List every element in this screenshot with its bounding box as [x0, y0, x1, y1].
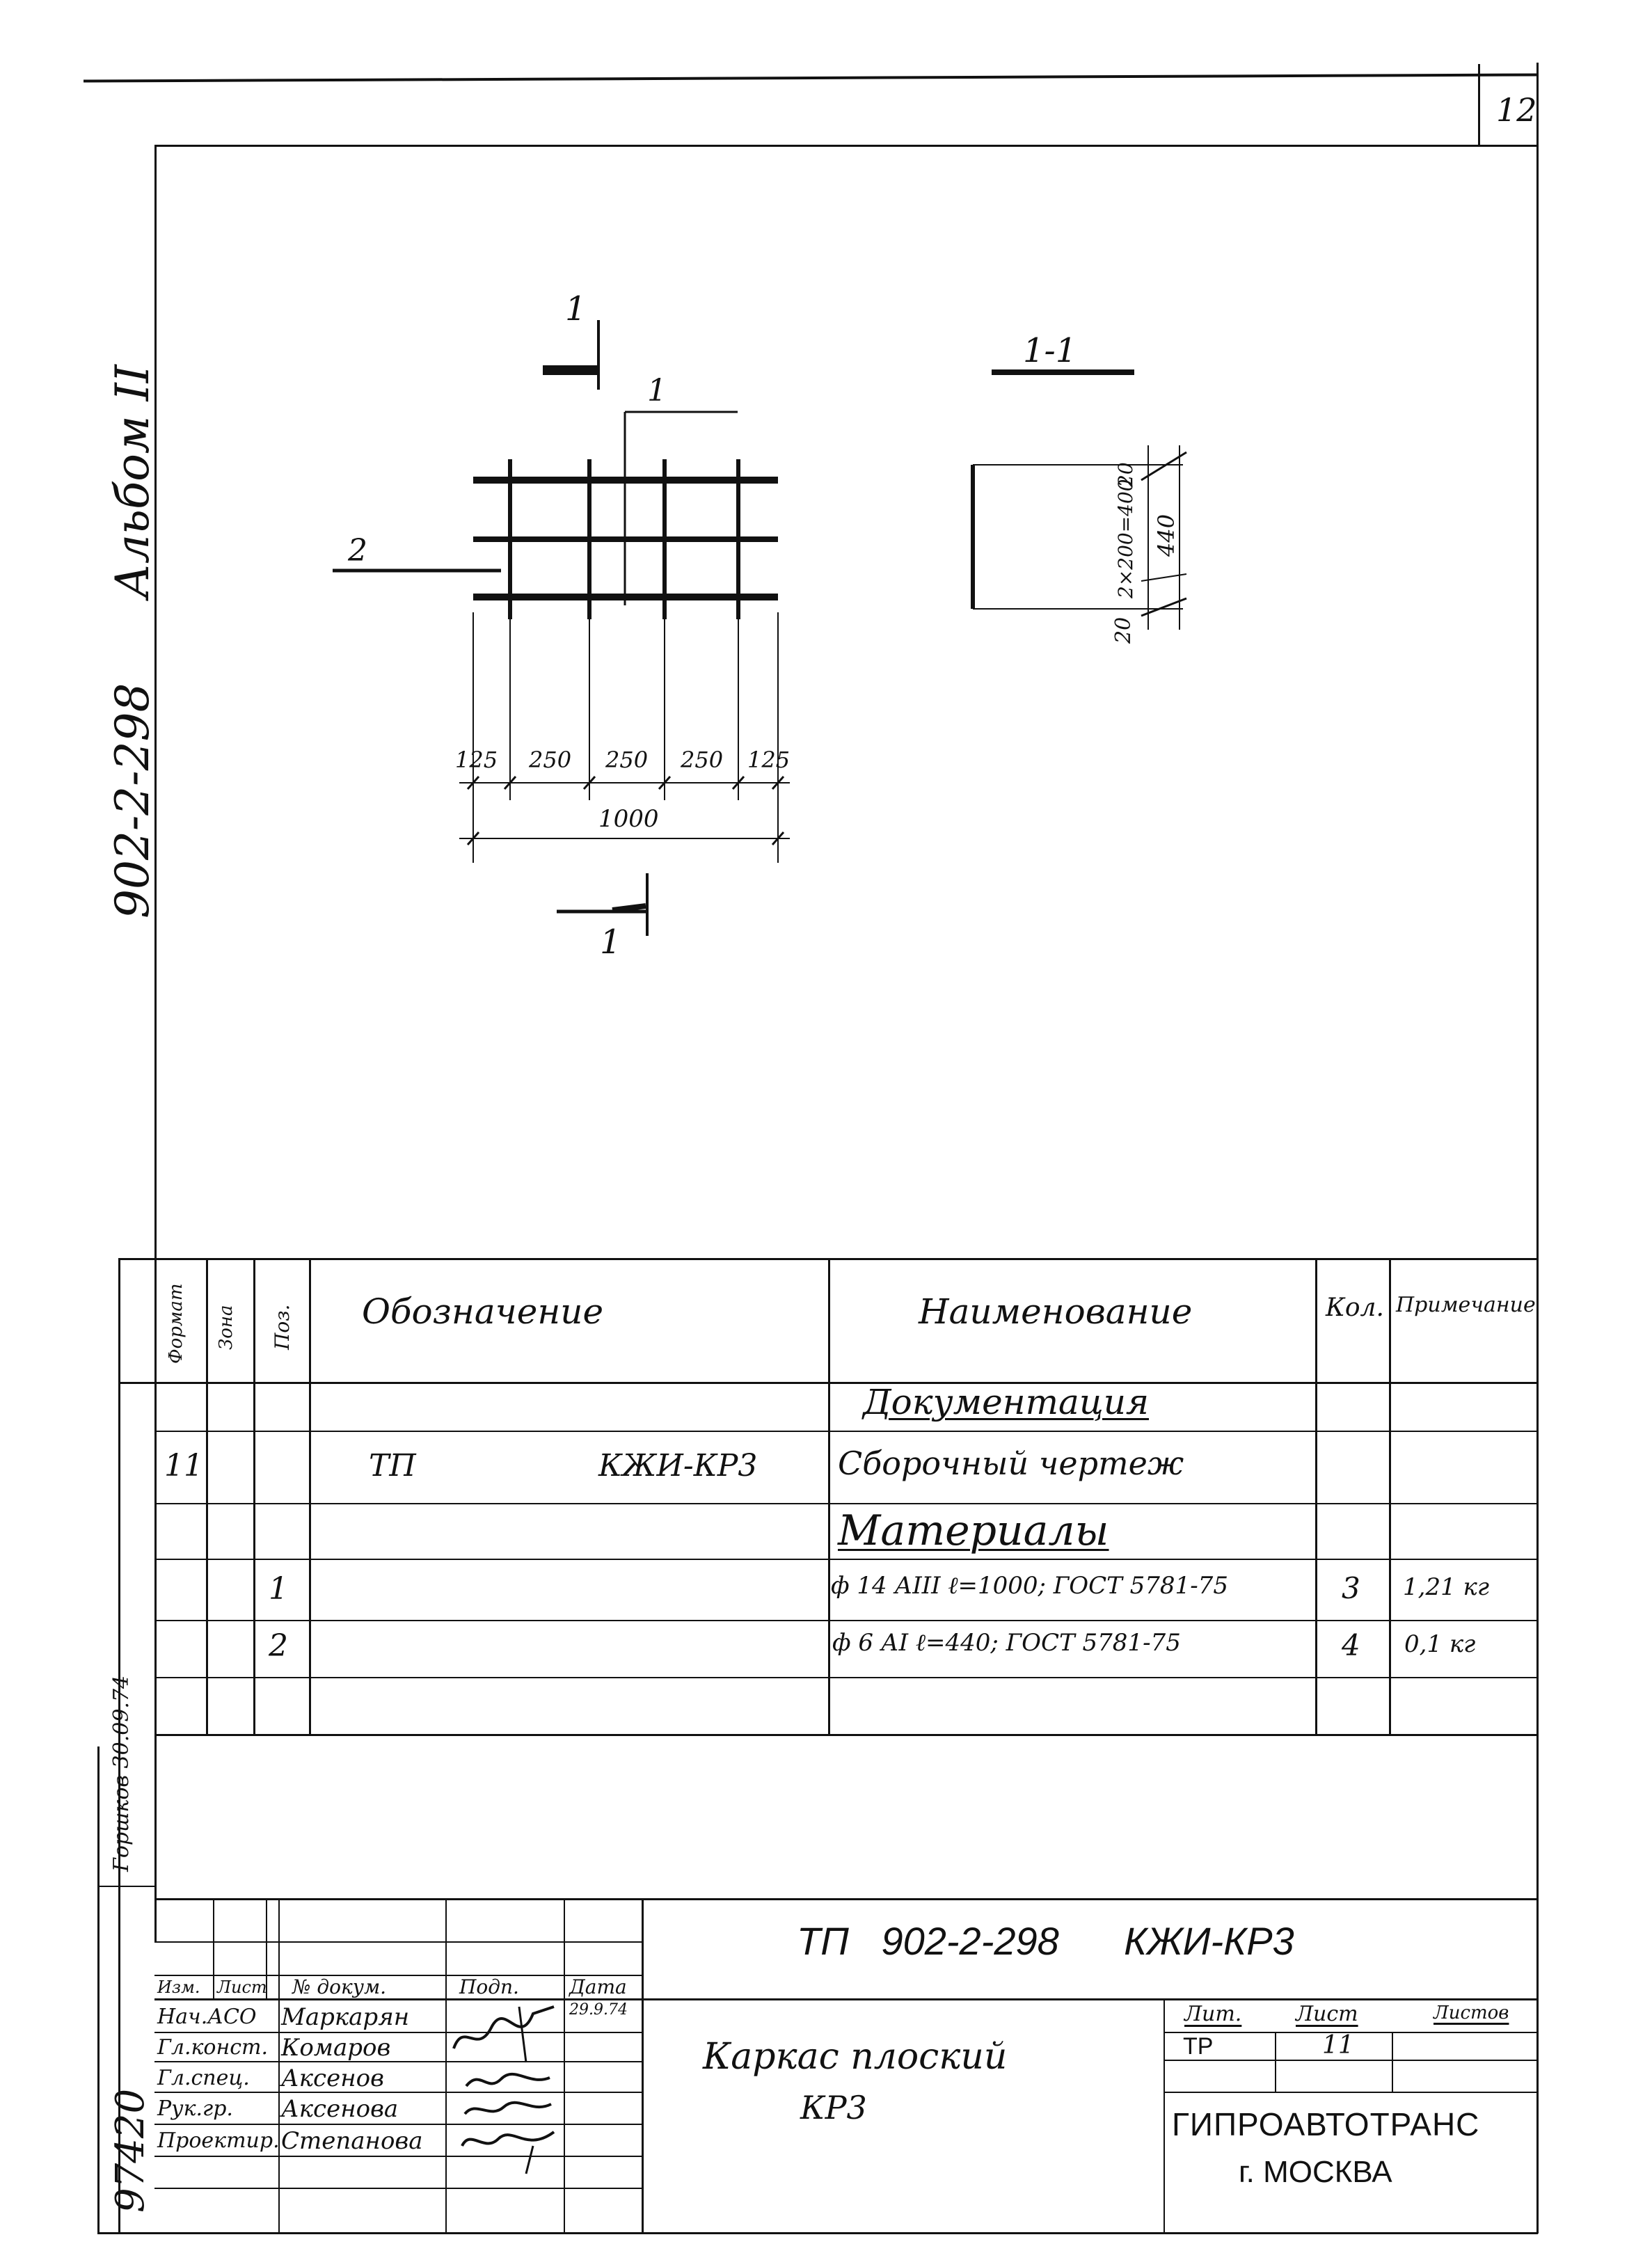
row-5-name: ф 6 АI ℓ=440; ГОСТ 5781-75	[832, 1629, 1181, 1657]
frame-bottom-line	[97, 2232, 1538, 2234]
document-code: ТП 902-2-298 КЖИ-КР3	[797, 1919, 1294, 1963]
leader-label-1: 1	[647, 373, 667, 408]
frame-left-line	[154, 146, 157, 1941]
row-2-designation-right: КЖИ-КР3	[598, 1448, 758, 1483]
row-2-format: 11	[164, 1448, 203, 1483]
dimension-total: 1000	[598, 805, 659, 833]
signature-3	[463, 2101, 552, 2115]
dimension-1: 125	[455, 747, 498, 773]
dimension-4: 250	[681, 747, 724, 773]
inventory-stamp: Горшков 30.09.74	[109, 1675, 134, 1872]
header-note: Примечание	[1396, 1293, 1536, 1317]
row-4-name: ф 14 АIII ℓ=1000; ГОСТ 5781-75	[831, 1572, 1228, 1600]
name-1: Маркарян	[281, 2003, 410, 2031]
row-5-quantity: 4	[1342, 1628, 1360, 1662]
frame-top-line	[154, 145, 1536, 147]
section-title: 1-1	[1023, 331, 1077, 370]
stage-label: Лит.	[1184, 2002, 1242, 2026]
role-2: Гл.конст.	[157, 2035, 269, 2060]
sheets-label: Листов	[1433, 2003, 1509, 2023]
col-header-sheet: Лист	[217, 1977, 267, 1997]
margin-strip-outer	[97, 1746, 100, 2232]
name-2: Комаров	[281, 2034, 391, 2062]
name-4: Аксенова	[281, 2095, 399, 2123]
signature-2	[465, 2073, 550, 2087]
sheet-label: Лист	[1296, 2002, 1358, 2026]
col-header-docnum: № докум.	[292, 1975, 387, 1998]
name-3: Аксенов	[281, 2064, 384, 2092]
header-designation: Обозначение	[362, 1291, 604, 1332]
role-1: Нач.АСО	[157, 2005, 257, 2029]
sheet-value: 11	[1322, 2031, 1354, 2060]
col-header-change: Изм.	[157, 1977, 200, 1997]
row-3-name: Материалы	[838, 1506, 1109, 1555]
header-position: Поз.	[271, 1304, 294, 1350]
section-mark-bottom-number: 1	[600, 923, 621, 962]
section-mark-top-number: 1	[565, 289, 587, 328]
corner-box-line	[1478, 64, 1480, 146]
item-name-line1: Каркас плоский	[703, 2036, 1008, 2078]
signature-4	[461, 2131, 555, 2174]
margin-strip-line	[118, 1258, 120, 2232]
role-5: Проектир.	[157, 2128, 280, 2153]
organization-line2: г. МОСКВА	[1239, 2155, 1392, 2189]
row-4-note: 1,21 кг	[1403, 1573, 1489, 1601]
role-4: Рук.гр.	[157, 2096, 233, 2121]
header-format: Формат	[166, 1283, 186, 1364]
approval-date: 29.9.74	[569, 2001, 628, 2019]
dimension-5: 125	[747, 747, 791, 773]
sheet-corner-number: 12	[1496, 91, 1537, 129]
margin-strip-divider	[97, 1886, 154, 1887]
header-name: Наименование	[919, 1291, 1193, 1332]
role-3: Гл.спец.	[157, 2066, 250, 2090]
section-dim-middle: 2×200=400	[1114, 479, 1137, 598]
name-5: Степанова	[281, 2127, 423, 2155]
col-header-date: Дата	[569, 1975, 627, 1998]
reinforcement-drawing	[333, 320, 1187, 936]
organization-line1: ГИПРОАВТОТРАНС	[1172, 2106, 1480, 2142]
row-5-note: 0,1 кг	[1404, 1630, 1476, 1658]
header-zone: Зона	[216, 1305, 237, 1350]
stage-value: ТР	[1183, 2033, 1214, 2060]
frame-right-line	[1536, 63, 1539, 2234]
dimension-2: 250	[529, 747, 572, 773]
dimension-3: 250	[605, 747, 649, 773]
row-4-quantity: 3	[1342, 1571, 1360, 1605]
col-header-signature: Подп.	[459, 1975, 519, 1998]
row-4-position: 1	[269, 1571, 288, 1607]
row-1-name: Документация	[863, 1382, 1150, 1422]
leader-label-2: 2	[348, 533, 367, 568]
inventory-number: 97420	[108, 2088, 153, 2213]
header-quantity: Кол.	[1326, 1294, 1384, 1322]
row-2-designation-left: ТП	[369, 1448, 416, 1483]
section-dim-total: 440	[1153, 514, 1180, 557]
row-5-position: 2	[269, 1628, 288, 1664]
row-2-name: Сборочный чертеж	[838, 1445, 1184, 1482]
signature-1	[452, 2005, 555, 2063]
section-dim-bottom: 20	[1111, 616, 1136, 644]
item-name-line2: КР3	[800, 2089, 867, 2126]
